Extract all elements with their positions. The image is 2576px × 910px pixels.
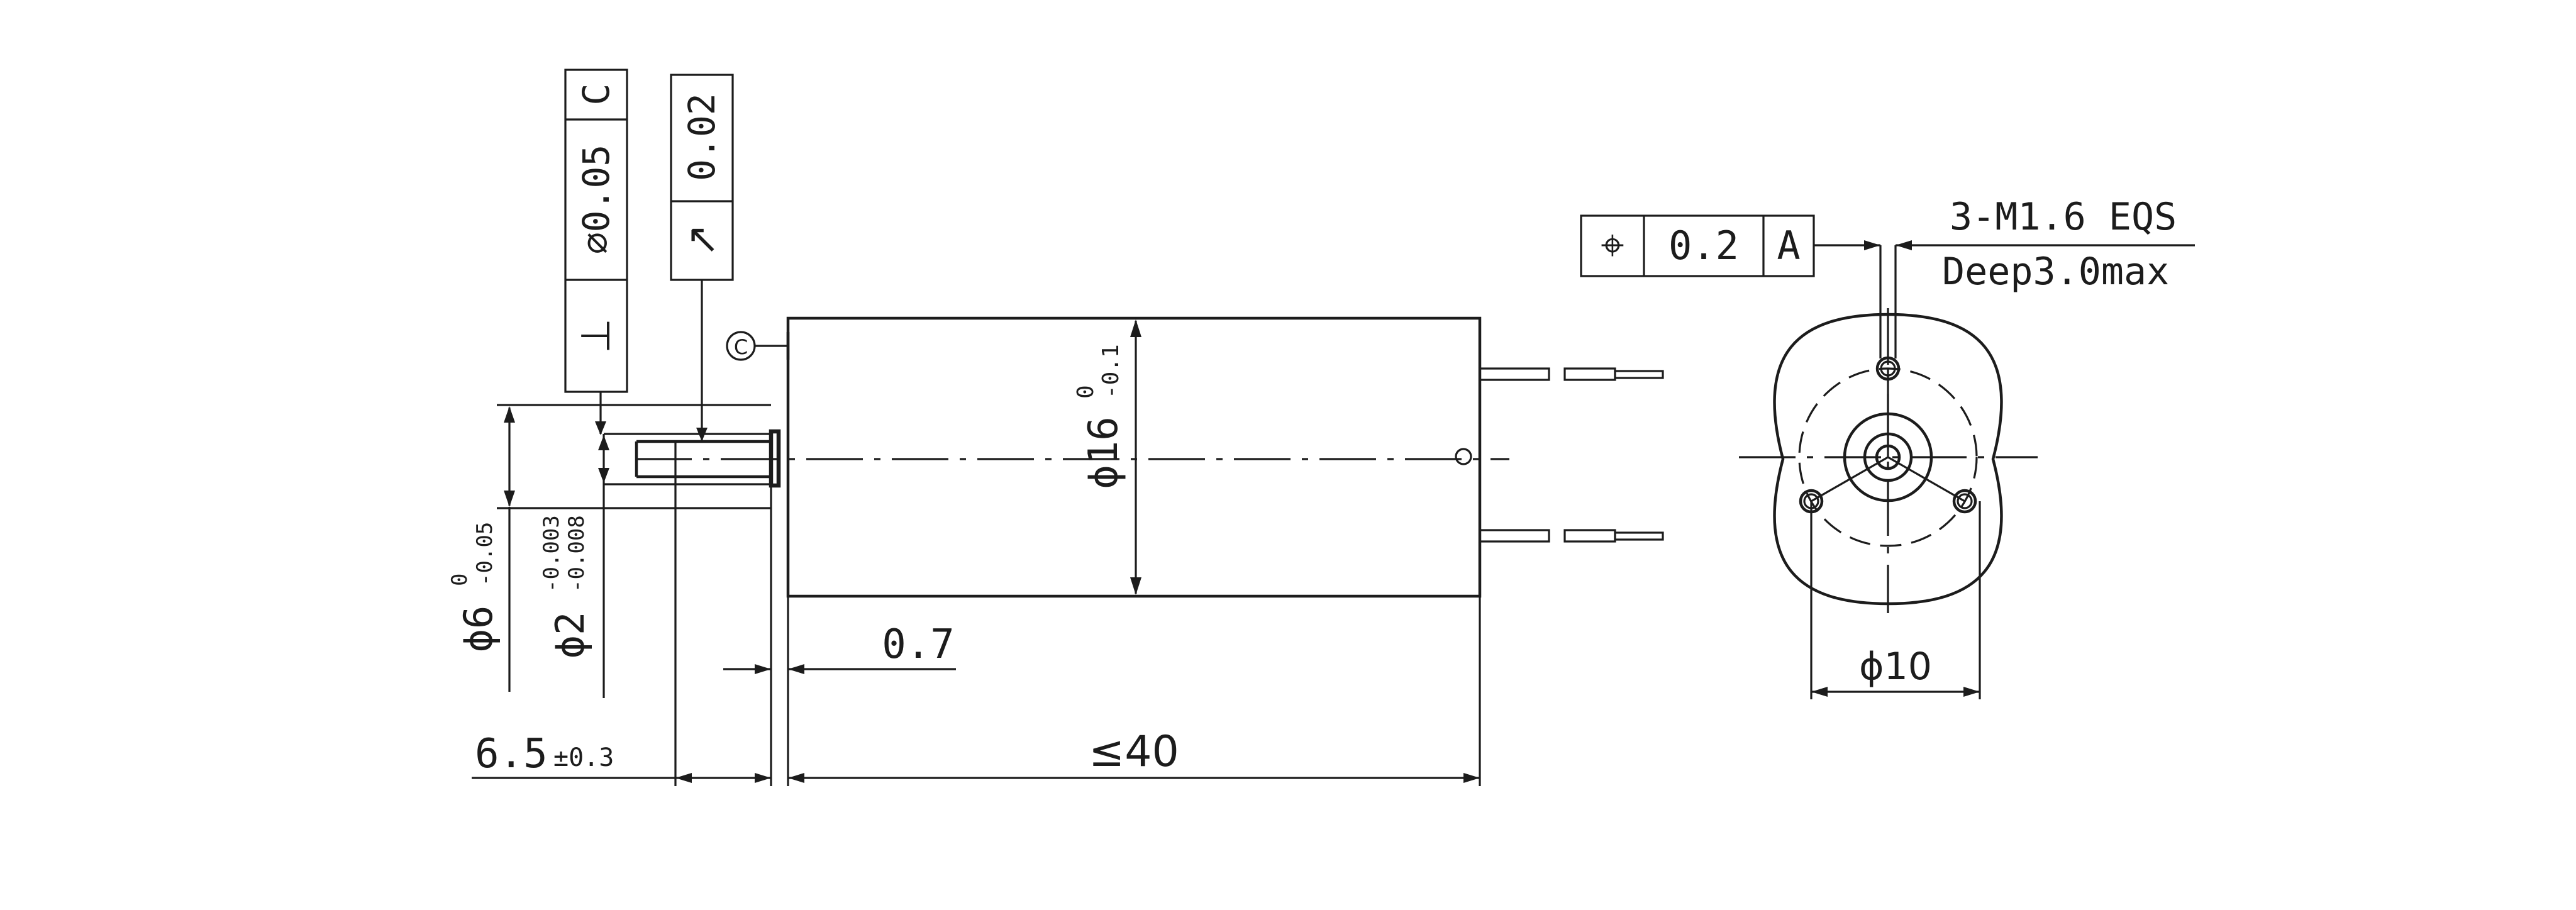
svg-text:C: C (734, 335, 748, 359)
svg-text:ϕ10: ϕ10 (1859, 645, 1932, 689)
shaft-length-dimension: 6.5 ±0.3 (472, 441, 771, 786)
runout-tolerance: 0.02 (680, 93, 723, 181)
body-diameter-dimension: ϕ16 0 -0.1 (1073, 319, 1141, 595)
bolt-circle-diameter-dimension: ϕ10 (1810, 501, 1981, 699)
thread-callout: 3-M1.6 EQS Deep3.0max (1942, 195, 2177, 294)
motor-end-view: ϕ10 ⌖ 0.2 A 3-M1.6 EQS Deep3.0max (1580, 195, 2195, 699)
svg-text:0: 0 (447, 574, 472, 586)
output-shaft (604, 433, 771, 486)
perpendicularity-control-frame: ⌀0.05 C ⊥ (564, 69, 628, 435)
perpendicularity-symbol: ⊥ (573, 318, 619, 353)
perpendicularity-tolerance: ⌀0.05 (575, 145, 618, 255)
svg-text:Deep3.0max: Deep3.0max (1942, 250, 2169, 294)
body-length-dimension: ≤40 (788, 596, 1481, 786)
motor-terminals (1479, 367, 1664, 543)
position-symbol: ⌖ (1601, 221, 1624, 269)
svg-text:ϕ6: ϕ6 (455, 606, 501, 653)
perpendicularity-datum: C (575, 84, 618, 106)
position-tolerance: 0.2 (1668, 223, 1739, 269)
svg-text:-0.008: -0.008 (564, 515, 589, 592)
motor-front-view: C ⌀0.05 C ⊥ 0.02 (447, 69, 1664, 786)
svg-text:3-M1.6 EQS: 3-M1.6 EQS (1950, 195, 2177, 239)
boss-diameter-dimension: ϕ6 0 -0.05 (447, 404, 771, 692)
motor-body (786, 316, 1482, 598)
svg-text:ϕ16: ϕ16 (1080, 416, 1127, 489)
svg-text:-0.05: -0.05 (472, 522, 497, 586)
svg-text:0: 0 (1073, 385, 1099, 399)
position-control-frame: ⌖ 0.2 A (1580, 214, 2195, 277)
runout-control-frame: 0.02 ↗ (670, 74, 734, 441)
threaded-hole (1875, 356, 1901, 381)
threaded-hole (1952, 489, 1977, 514)
svg-text:0.7: 0.7 (882, 621, 955, 668)
center-mark (1455, 448, 1472, 465)
svg-text:-0.003: -0.003 (539, 515, 564, 592)
svg-text:≤40: ≤40 (1089, 727, 1179, 777)
position-datum: A (1777, 223, 1800, 269)
svg-text:-0.1: -0.1 (1098, 344, 1124, 399)
end-face-outline (1773, 313, 2003, 606)
shaft-diameter-dimension: ϕ2 -0.003 -0.008 (539, 434, 609, 698)
datum-c-symbol: C (726, 331, 790, 361)
svg-text:ϕ2: ϕ2 (547, 612, 593, 659)
svg-text:6.5: 6.5 (475, 731, 548, 777)
runout-symbol: ↗ (679, 223, 725, 257)
svg-text:±0.3: ±0.3 (553, 743, 614, 772)
boss-thickness-dimension: 0.7 (723, 486, 956, 786)
